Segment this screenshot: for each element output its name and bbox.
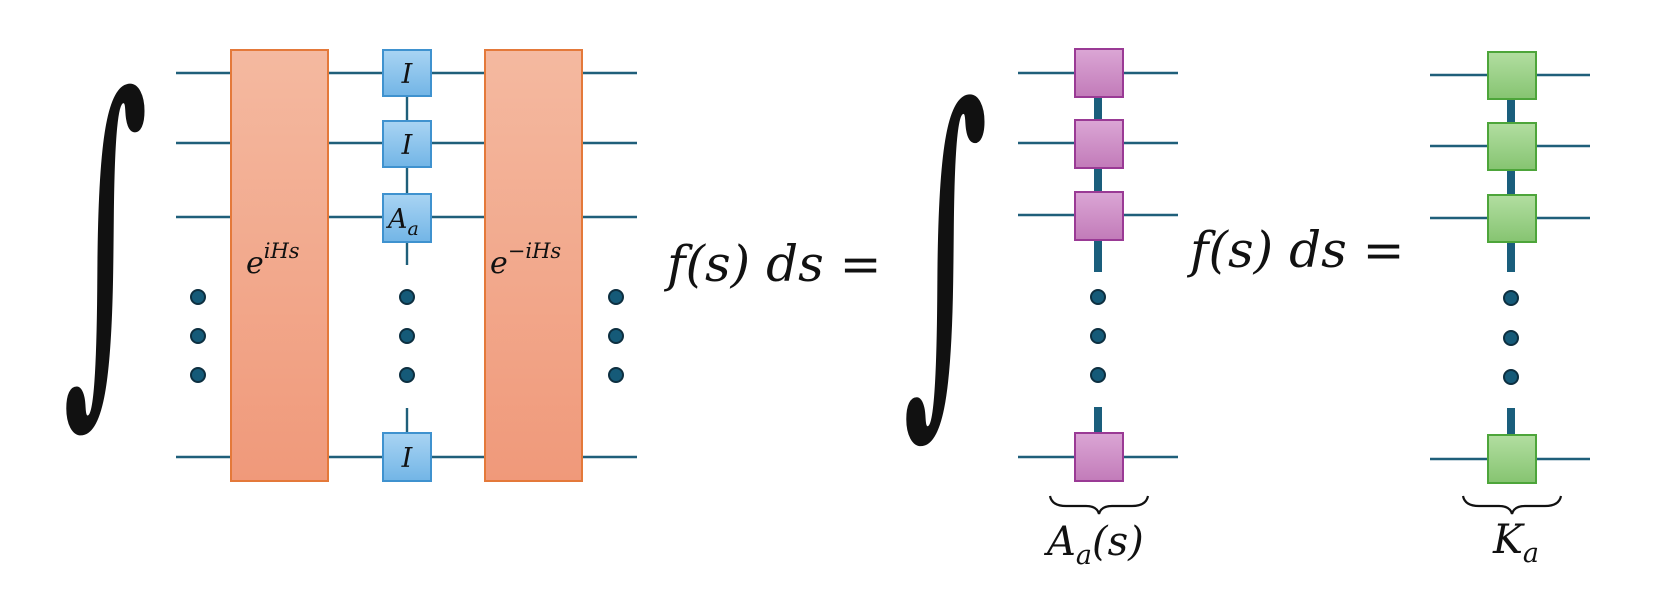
left-wires <box>176 71 637 459</box>
gate-identity-1: I <box>382 49 432 97</box>
left-ellipsis-outer-right <box>608 289 624 383</box>
svg-text:Aa: Aa <box>385 204 419 240</box>
svg-text:I: I <box>401 130 414 161</box>
gate-a-a: Aa <box>382 193 432 243</box>
gate-identity-n: I <box>382 432 432 482</box>
left-ellipsis-outer-left <box>190 289 206 383</box>
gate-identity-2: I <box>382 120 432 168</box>
right-ellipsis <box>1503 290 1519 385</box>
right-underbrace <box>1461 495 1563 515</box>
svg-text:I: I <box>401 59 414 90</box>
mpo-k-tensor-3 <box>1487 194 1537 243</box>
mpo-k-tensor-1 <box>1487 51 1537 100</box>
integral-sign-left: ∫ <box>63 21 149 457</box>
right-brace-label: Ka <box>1492 517 1539 569</box>
mpo-a-tensor-3 <box>1074 191 1124 241</box>
integral-sign-middle: ∫ <box>903 31 989 467</box>
integrand-factor-2: f(s) ds = <box>1186 221 1405 279</box>
mpo-a-tensor-2 <box>1074 119 1124 169</box>
svg-text:I: I <box>401 443 414 474</box>
integrand-factor-1: f(s) ds = <box>663 235 882 293</box>
mpo-a-tensor-n <box>1074 432 1124 482</box>
unitary-forward-block <box>230 49 329 482</box>
unitary-forward-label: eiHs <box>246 239 300 281</box>
middle-brace-label: Aa(s) <box>1043 519 1144 571</box>
left-ellipsis-center <box>399 289 415 383</box>
left-circuit: ∫ e <box>63 21 637 482</box>
mpo-k-tensor-2 <box>1487 122 1537 171</box>
middle-ellipsis <box>1090 289 1106 383</box>
right-mpo: Ka <box>1430 51 1590 569</box>
middle-mpo: ∫ Aa(s) <box>903 31 1178 571</box>
unitary-backward-label: e−iHs <box>490 239 561 281</box>
mpo-a-tensor-1 <box>1074 48 1124 98</box>
unitary-backward-block <box>484 49 583 482</box>
middle-underbrace <box>1048 495 1150 515</box>
mpo-k-tensor-n <box>1487 434 1537 484</box>
